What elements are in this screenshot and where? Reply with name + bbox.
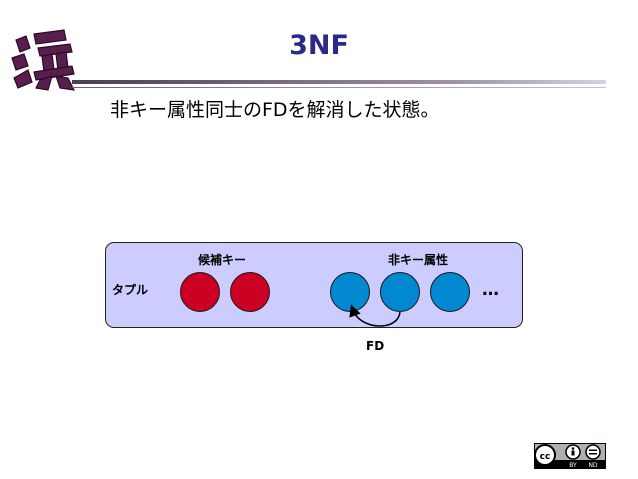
no-derivatives-icon [585,444,601,460]
candidate-key-label: 候補キー [198,253,247,267]
non-key-attribute-3 [430,272,470,312]
badge-nd-label: ND [588,462,597,469]
fd-label: FD [366,339,385,353]
svg-text:cc: cc [540,452,551,462]
title-rule-thin [72,87,606,88]
title-rule [72,80,606,84]
cc-license-badge[interactable]: cc BY ND [534,443,606,469]
slide-title: 3NF [289,30,349,61]
non-key-attributes-label: 非キー属性 [388,253,449,267]
non-key-attribute-2 [380,272,420,312]
candidate-key-attribute-2 [230,272,270,312]
cc-icon: cc [534,444,556,466]
badge-by-label: BY [569,462,577,469]
kanji-logo-icon [11,29,76,91]
more-attributes-ellipsis: … [482,280,499,300]
candidate-key-attribute-1 [180,272,220,312]
tuple-label: タプル [112,283,149,297]
attribution-icon [565,444,581,460]
slide-body-text: 非キー属性同士のFDを解消した状態。 [110,99,440,121]
